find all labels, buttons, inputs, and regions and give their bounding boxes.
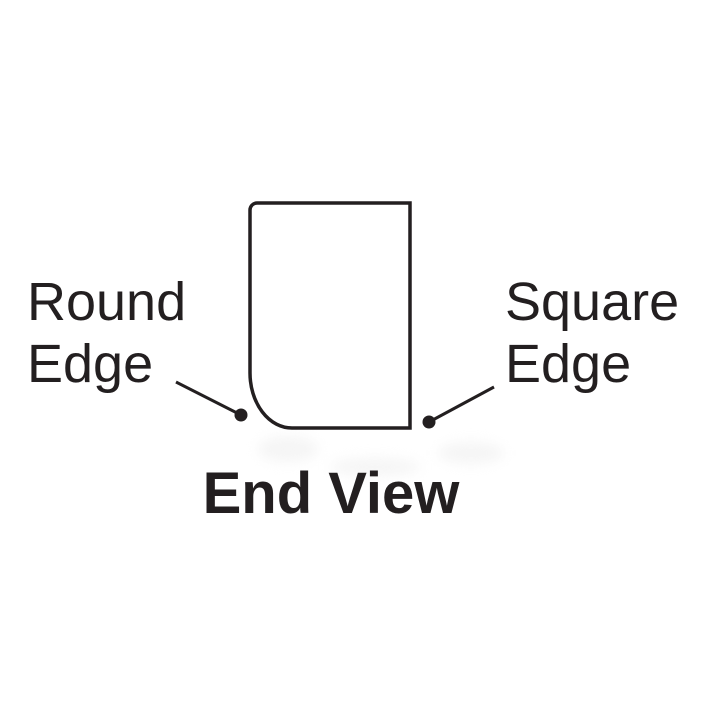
square-edge-dot-icon [422, 415, 436, 429]
round-edge-leader-line [175, 380, 242, 417]
end-view-profile-shape [248, 201, 412, 430]
round-edge-dot-icon [234, 408, 248, 422]
round-edge-label: Round Edge [27, 272, 187, 394]
square-edge-label: Square Edge [505, 272, 680, 394]
square-edge-leader-line [428, 385, 495, 424]
diagram-caption: End View [202, 461, 460, 526]
